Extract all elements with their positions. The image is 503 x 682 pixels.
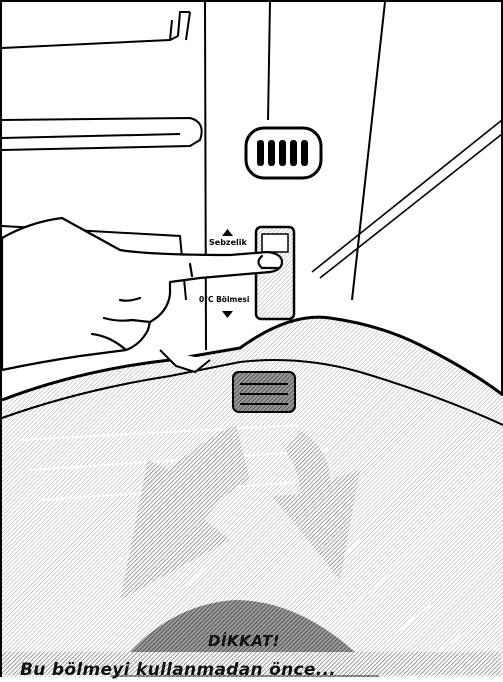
compartment-up-label: Sebzelik [209, 238, 247, 247]
warning-text: Bu bölmeyi kullanmadan önce... [20, 660, 336, 680]
caution-title: DİKKAT! [208, 632, 280, 650]
drawer-vent-opening [233, 372, 295, 412]
compartment-down-label: 0°C Bölmesi [199, 295, 249, 304]
vent-grille-icon [246, 128, 321, 178]
